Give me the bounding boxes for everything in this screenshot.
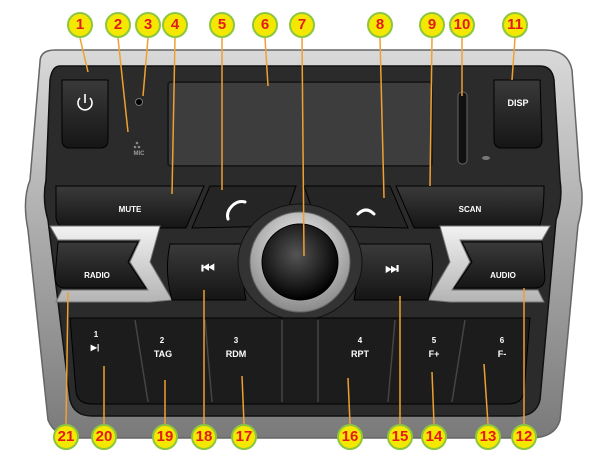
disp-button	[493, 79, 543, 149]
preset-4-number: 4	[357, 336, 363, 345]
preset-6-number: 6	[499, 336, 505, 345]
right-silver-wing	[427, 225, 551, 303]
mic-label: MIC	[133, 151, 145, 157]
callout-8: 8	[367, 12, 393, 38]
callout-6: 6	[252, 12, 278, 38]
mute-label: MUTE	[118, 205, 142, 214]
disp-button-hit[interactable]	[494, 80, 542, 148]
card-slot	[457, 91, 468, 165]
preset-1-button[interactable]	[72, 320, 138, 404]
disp-label: DISP	[507, 98, 529, 108]
callout-10: 10	[449, 12, 475, 38]
preset-3-label: RDM	[225, 349, 247, 359]
scan-button-hit[interactable]	[404, 186, 544, 228]
next-button-hit[interactable]	[354, 244, 432, 300]
call-button-hit[interactable]	[196, 186, 296, 228]
display-screen	[167, 81, 433, 167]
preset-4-button[interactable]	[318, 320, 392, 404]
volume-knob-hit[interactable]	[262, 224, 338, 300]
left-silver-wing	[49, 225, 173, 303]
radio-button-hit[interactable]	[56, 242, 146, 288]
slot-eject-mark	[482, 156, 490, 160]
callout-15: 15	[387, 424, 413, 450]
mic-dots	[133, 141, 141, 149]
callout-16: 16	[337, 424, 363, 450]
phone-hangup-icon	[356, 208, 376, 216]
preset-3-number: 3	[233, 336, 239, 345]
callout-17: 17	[231, 424, 257, 450]
prev-button-hit[interactable]	[168, 244, 246, 300]
callout-13: 13	[475, 424, 501, 450]
preset-5-number: 5	[431, 336, 437, 345]
callout-7: 7	[289, 12, 315, 38]
callout-19: 19	[152, 424, 178, 450]
callout-3: 3	[135, 12, 161, 38]
callout-14: 14	[421, 424, 447, 450]
mic-hole	[135, 98, 143, 106]
power-button-hit[interactable]	[62, 80, 108, 148]
preset-dividers	[134, 319, 466, 403]
leader-lines	[65, 37, 525, 425]
audio-button-hit[interactable]	[454, 242, 544, 288]
callout-4: 4	[162, 12, 188, 38]
preset-2-number: 2	[159, 336, 165, 345]
preset-6-button[interactable]	[460, 320, 528, 404]
volume-knob	[261, 223, 339, 301]
audio-button	[453, 241, 546, 289]
skip-forward-icon: ⏭	[385, 260, 399, 277]
preset-2-button[interactable]	[140, 320, 208, 404]
preset-1-number: 1	[93, 330, 99, 339]
callout-20: 20	[91, 424, 117, 450]
preset-6-label: F-	[497, 349, 507, 359]
callout-1: 1	[67, 12, 93, 38]
audio-label: AUDIO	[490, 271, 516, 280]
power-icon	[77, 94, 93, 111]
radio-label: RADIO	[84, 271, 110, 280]
preset-5-label: F+	[428, 349, 440, 359]
callout-21: 21	[53, 424, 79, 450]
callout-18: 18	[191, 424, 217, 450]
power-button	[61, 79, 109, 149]
callout-12: 12	[511, 424, 537, 450]
phone-icon	[226, 200, 247, 221]
preset-3-button[interactable]	[208, 320, 282, 404]
preset-1-label: ▶|	[90, 343, 100, 352]
callout-9: 9	[419, 12, 445, 38]
hangup-button-hit[interactable]	[304, 186, 404, 228]
callout-5: 5	[209, 12, 235, 38]
radio-button	[54, 241, 147, 289]
callout-2: 2	[105, 12, 131, 38]
preset-4-label: RPT	[351, 349, 369, 359]
mute-button-hit[interactable]	[56, 186, 196, 228]
preset-2-label: TAG	[153, 349, 173, 359]
scan-label: SCAN	[458, 205, 482, 214]
preset-5-button[interactable]	[392, 320, 460, 404]
callout-11: 11	[502, 12, 528, 38]
skip-back-icon: ⏮	[201, 260, 215, 277]
